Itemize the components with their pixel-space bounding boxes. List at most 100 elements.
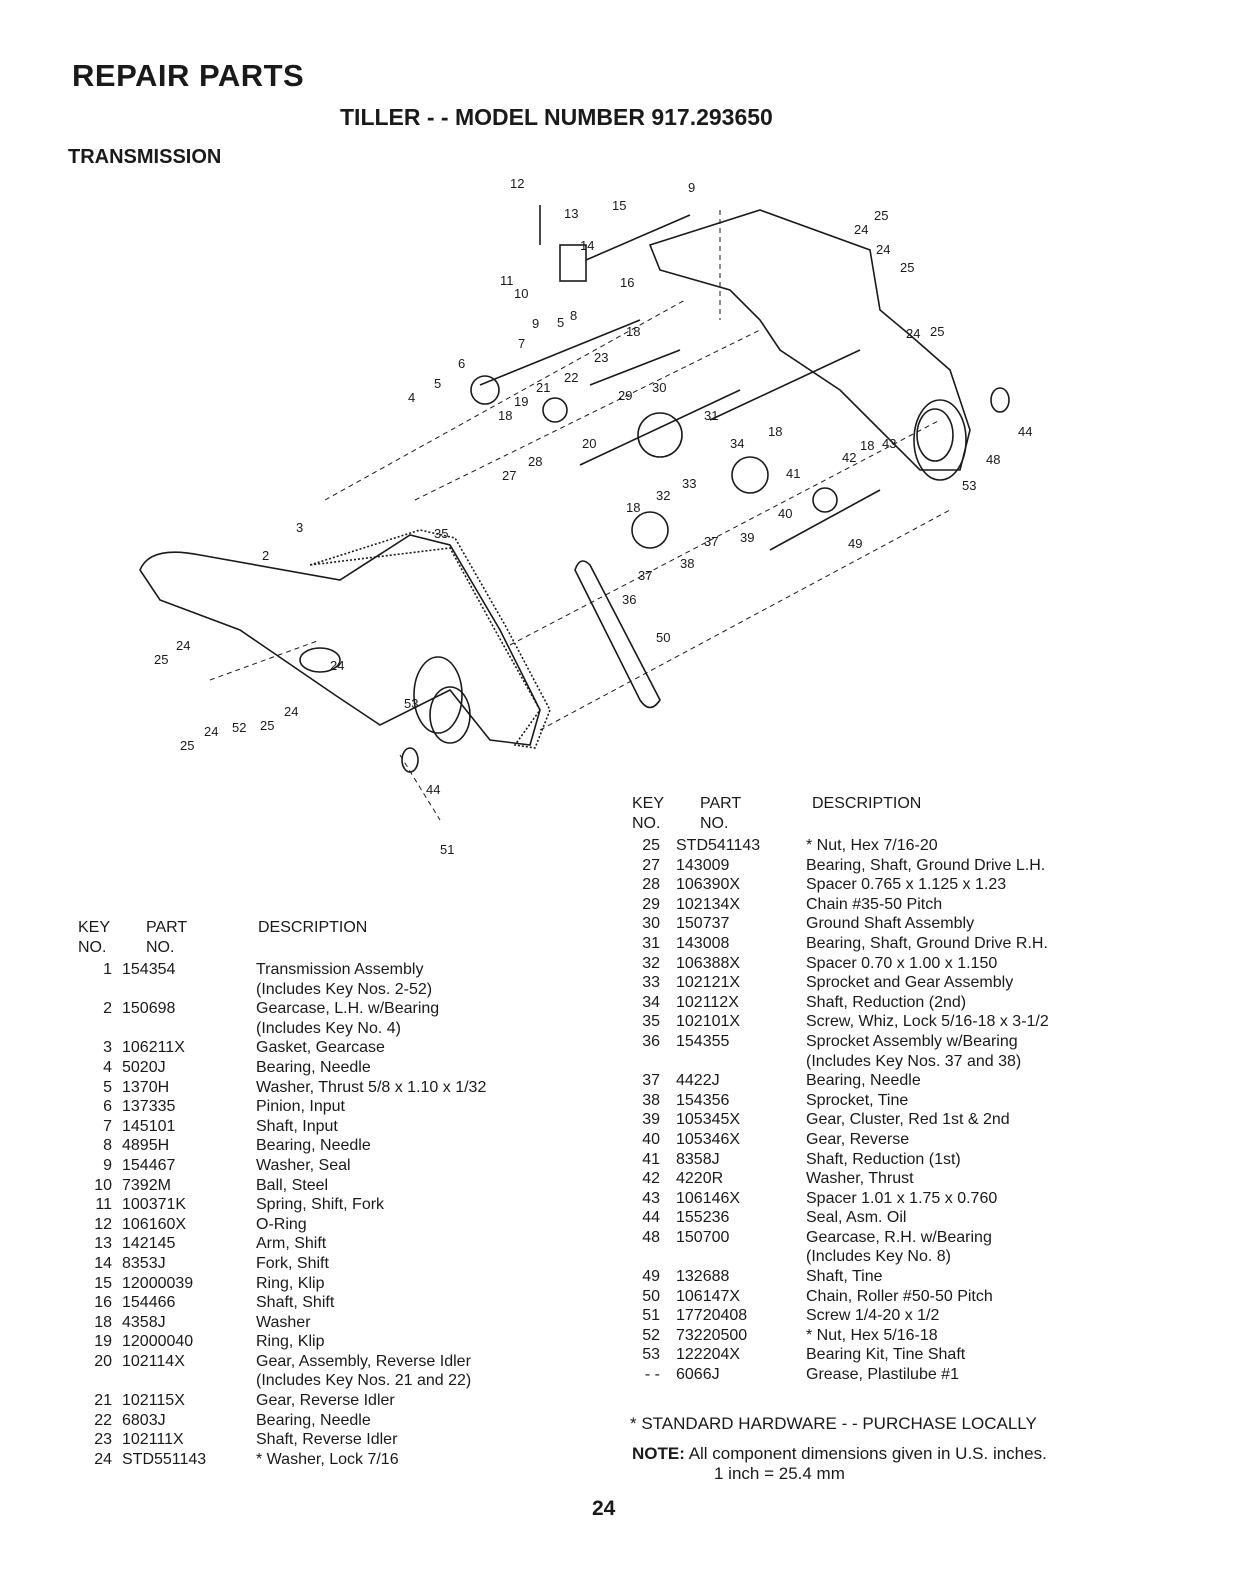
- key-no: - -: [644, 1366, 660, 1384]
- key-no: 9: [103, 1156, 112, 1174]
- description-header: DESCRIPTION: [258, 919, 368, 936]
- callout-label: 40: [778, 506, 792, 521]
- callout-label: 14: [580, 238, 594, 253]
- callout-label: 9: [688, 180, 695, 195]
- shift-shaft-line: [585, 214, 691, 261]
- part-description: Gear, Assembly, Reverse Idler (Includes …: [256, 1352, 472, 1390]
- part-no-header: PART NO.: [146, 919, 188, 956]
- part-no: 132688: [676, 1268, 730, 1286]
- part-description: Ground Shaft Assembly: [806, 915, 975, 933]
- part-description: Bearing, Needle: [256, 1137, 371, 1155]
- key-no: 32: [642, 954, 660, 972]
- part-no: 6803J: [122, 1411, 166, 1429]
- left-seal-shape: [401, 747, 419, 773]
- sprocket-gear-shape: [637, 412, 683, 458]
- input-shaft-line: [479, 319, 641, 386]
- callout-label: 39: [740, 530, 754, 545]
- callout-label: 25: [900, 260, 914, 275]
- part-no: 102114X: [122, 1352, 185, 1370]
- part-no: 143008: [676, 934, 730, 952]
- callout-label: 9: [532, 316, 539, 331]
- callout-label: 12: [510, 176, 524, 191]
- callout-label: 25: [930, 324, 944, 339]
- part-description: Chain, Roller #50-50 Pitch: [806, 1287, 993, 1305]
- callout-label: 24: [854, 222, 868, 237]
- key-no: 1: [103, 961, 112, 978]
- reverse-idler-shaft-line: [589, 349, 681, 386]
- part-description: Spacer 0.70 x 1.00 x 1.150: [806, 954, 998, 972]
- callout-label: 22: [564, 370, 578, 385]
- part-no: 100371K: [122, 1196, 187, 1214]
- left-bearing-shape: [299, 647, 341, 673]
- part-no: 143009: [676, 856, 730, 874]
- callout-label: 53: [404, 696, 418, 711]
- part-no: 17720408: [676, 1307, 748, 1325]
- part-description: Sprocket, Tine: [806, 1091, 909, 1109]
- part-description: Pinion, Input: [256, 1098, 345, 1116]
- callout-label: 52: [232, 720, 246, 735]
- assembly-guide-4: [539, 509, 951, 731]
- part-no: 106146X: [676, 1189, 741, 1207]
- key-no: 3: [103, 1039, 112, 1057]
- exploded-view-drawing: 12 13 15 9 14 11 10 16 9 5 8 18 7 23 6 5…: [139, 176, 1032, 857]
- part-no: 150700: [676, 1228, 730, 1246]
- callout-label: 18: [626, 500, 640, 515]
- part-description: * Washer, Lock 7/16: [256, 1450, 399, 1468]
- callout-label: 43: [882, 436, 896, 451]
- pinion-shape: [470, 375, 500, 405]
- part-no: 8353J: [122, 1254, 166, 1272]
- part-description: Grease, Plastilube #1: [806, 1366, 959, 1384]
- left-tine-bearing-shape: [429, 686, 471, 744]
- key-no: 34: [642, 993, 660, 1011]
- key-no: 24: [94, 1450, 112, 1468]
- callout-label: 10: [514, 286, 528, 301]
- part-description: Shaft, Input: [256, 1117, 338, 1135]
- page-title: REPAIR PARTS: [72, 58, 305, 93]
- part-description: Fork, Shift: [256, 1254, 329, 1272]
- key-no: 25: [642, 837, 660, 854]
- part-no: 106147X: [676, 1287, 741, 1305]
- note-conversion: 1 inch = 25.4 mm: [714, 1464, 845, 1483]
- part-no: STD541143: [676, 837, 761, 854]
- callout-label: 33: [682, 476, 696, 491]
- part-description: Shaft, Tine: [806, 1268, 883, 1286]
- key-no: 31: [642, 934, 660, 952]
- key-no: 20: [94, 1352, 112, 1370]
- part-no: 102115X: [122, 1392, 185, 1410]
- callout-label: 24: [284, 704, 298, 719]
- callout-label: 8: [570, 308, 577, 323]
- description-header: DESCRIPTION: [812, 795, 922, 812]
- callout-label: 2: [262, 548, 269, 563]
- page-number: 24: [592, 1497, 616, 1520]
- callout-label: 24: [876, 242, 890, 257]
- callout-label: 25: [874, 208, 888, 223]
- part-no: 8358J: [676, 1150, 720, 1168]
- key-no: 53: [642, 1346, 660, 1364]
- part-description: Spacer 0.765 x 1.125 x 1.23: [806, 876, 1007, 894]
- key-no: 22: [94, 1411, 112, 1429]
- part-description: Washer, Thrust: [806, 1170, 914, 1188]
- callout-label: 24: [204, 724, 218, 739]
- part-no: 102134X: [676, 895, 741, 913]
- part-description: Shaft, Reverse Idler: [256, 1431, 398, 1449]
- assembly-guide-3: [509, 419, 941, 646]
- key-no: 23: [94, 1431, 112, 1449]
- part-no: 7392M: [122, 1176, 171, 1194]
- part-description: Washer, Seal: [256, 1156, 351, 1174]
- callout-label: 24: [176, 638, 190, 653]
- key-no: 8: [103, 1137, 112, 1155]
